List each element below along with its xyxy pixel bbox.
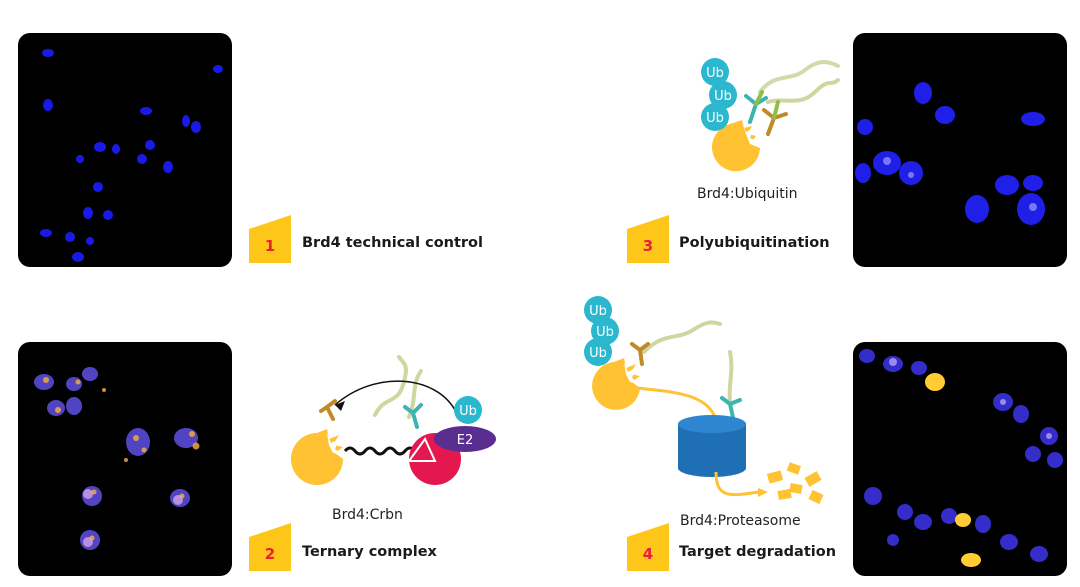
target-protein-icon [592,358,640,410]
ubiquitin-icon [709,81,737,109]
degradation-path [714,471,759,497]
antibody-icon [762,100,788,136]
antibody-icon [630,342,650,366]
burst-icon [742,122,760,144]
antibody-chain [766,78,840,104]
burst-icon [624,362,640,384]
svg-text:Ub: Ub [589,346,607,361]
svg-text:Ub: Ub [706,66,724,81]
degradation-diagram: Ub Ub Ub [584,296,824,505]
step-badge-1: 1 [249,215,291,263]
step-label-1: Brd4 technical control [302,235,483,251]
svg-text:1: 1 [265,237,275,255]
caption-ternary: Brd4:Crbn [332,507,403,523]
micrograph-polyubiquitination-image [855,82,1045,225]
svg-text:Ub: Ub [596,325,614,340]
svg-text:Ub: Ub [589,304,607,319]
burst-icon [327,433,343,455]
ubiquitin-icon [701,58,729,86]
degradation-path [637,386,718,421]
svg-text:2: 2 [265,545,275,563]
step-label-3: Polyubiquitination [679,235,830,251]
arrow-head-icon [335,401,345,411]
svg-text:Ub: Ub [706,111,724,126]
svg-text:Ub: Ub [459,404,477,419]
ubiquitin-icon [454,396,482,424]
caption-polyubiquitination: Brd4:Ubiquitin [697,186,798,202]
svg-text:Ub: Ub [714,89,732,104]
micrograph-ternary [18,342,232,576]
antibody-icon [744,90,768,124]
step-badge-2: 2 [249,523,291,571]
ubiquitin-icon [584,338,612,366]
transfer-arrow [334,380,456,411]
micrograph-ternary-image [34,367,200,550]
svg-text:4: 4 [643,545,653,563]
svg-text:3: 3 [643,237,653,255]
antibody-chain [758,60,840,94]
arrow-head-icon [758,488,768,497]
e2-label: E2 [457,433,474,448]
polyubiquitination-diagram: Ub Ub Ub [701,58,840,172]
micrograph-degradation [853,342,1067,576]
micrograph-degradation-image [859,349,1063,567]
step-badge-4: 4 [627,523,669,571]
proteasome-icon [678,415,746,477]
antibody-chain [373,355,408,417]
e2-icon [434,426,496,452]
micrograph-control [18,33,232,267]
degrader-linker-icon [343,446,417,456]
ubiquitin-chain: Ub Ub Ub [584,296,619,366]
crbn-pocket-icon [407,437,437,462]
antibody-icon [319,399,337,421]
antibody-chain [642,320,722,354]
caption-degradation: Brd4:Proteasome [680,513,801,529]
antibody-chain [727,350,734,404]
step-label-2: Ternary complex [302,544,437,560]
step-label-4: Target degradation [679,544,837,560]
ubiquitin-icon [701,103,729,131]
target-protein-icon [291,429,343,485]
micrograph-control-image [40,49,223,262]
ubiquitin-chain: Ub Ub Ub [701,58,737,131]
antibody-icon [403,403,423,429]
ternary-complex-diagram: E2 Ub [291,355,496,485]
peptide-fragments-icon [766,462,824,505]
step-badge-3: 3 [627,215,669,263]
micrograph-polyubiquitination [853,33,1067,267]
